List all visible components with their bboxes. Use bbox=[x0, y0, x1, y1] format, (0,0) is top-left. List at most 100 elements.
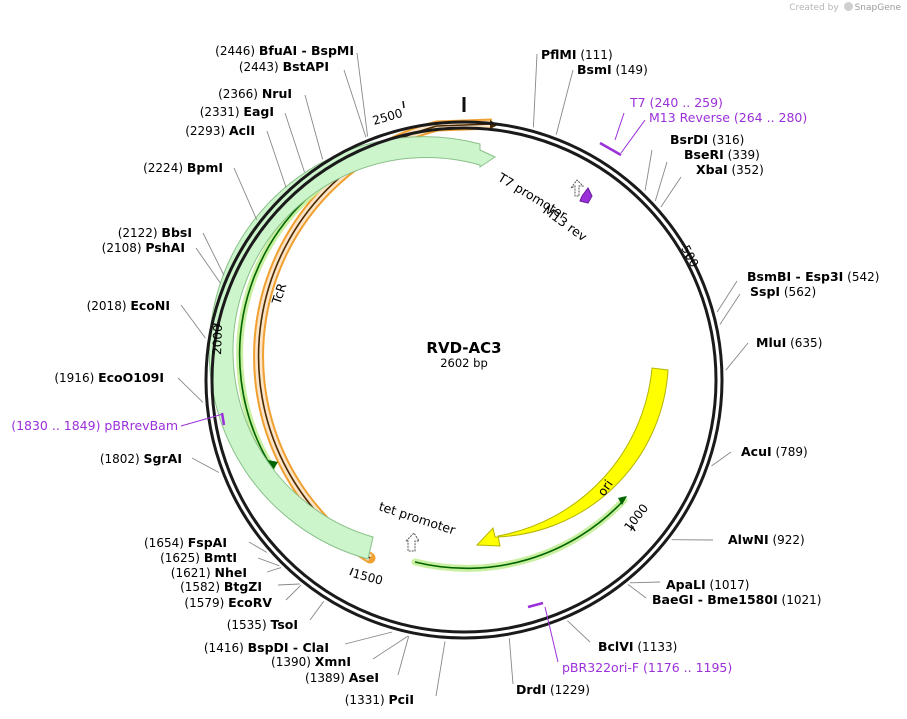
primer-leader-line bbox=[614, 112, 625, 141]
enzyme-label-nrui[interactable]: (2366) NruI bbox=[218, 86, 292, 101]
tick-label-1500: 1500 bbox=[351, 566, 384, 587]
primer-leader-line bbox=[544, 606, 559, 663]
pbr322ori-f-primer-mark bbox=[527, 601, 544, 609]
enzyme-label-bsmi[interactable]: BsmI (149) bbox=[577, 62, 648, 77]
tcr-label: TcR bbox=[268, 281, 289, 307]
enzyme-leader-line bbox=[660, 176, 682, 208]
orf-green-line-2 bbox=[414, 499, 625, 570]
enzyme-label-econi[interactable]: (2018) EcoNI bbox=[87, 298, 170, 313]
enzyme-label-btgzi[interactable]: (1582) BtgZI bbox=[180, 579, 262, 594]
enzyme-leader-line bbox=[177, 377, 204, 403]
enzyme-label-pshai[interactable]: (2108) PshAI bbox=[102, 240, 185, 255]
enzyme-label-pcii[interactable]: (1331) PciI bbox=[345, 692, 414, 707]
enzyme-label-mlui[interactable]: MluI (635) bbox=[756, 335, 822, 350]
enzyme-label-acui[interactable]: AcuI (789) bbox=[741, 444, 808, 459]
tet-promoter-feature bbox=[404, 532, 420, 552]
enzyme-leader-line bbox=[725, 342, 749, 371]
enzyme-label-ecoo109i[interactable]: (1916) EcoO109I bbox=[54, 370, 164, 385]
enzyme-label-bpmi[interactable]: (2224) BpmI bbox=[143, 160, 223, 175]
enzyme-leader-line bbox=[257, 557, 280, 567]
enzyme-leader-line bbox=[644, 149, 653, 191]
enzyme-label-asei[interactable]: (1389) AseI bbox=[305, 670, 379, 685]
enzyme-label-bseri[interactable]: BseRI (339) bbox=[684, 147, 760, 162]
enzyme-leader-line bbox=[397, 635, 410, 676]
enzyme-label-pflmi[interactable]: PflMI (111) bbox=[541, 47, 613, 62]
enzyme-leader-line bbox=[532, 53, 538, 128]
enzyme-label-nhei[interactable]: (1621) NheI bbox=[171, 565, 247, 580]
enzyme-label-alwni[interactable]: AlwNI (922) bbox=[728, 532, 805, 547]
enzyme-label-apali[interactable]: ApaLI (1017) bbox=[666, 577, 749, 592]
enzyme-leader-line bbox=[654, 161, 668, 202]
credit-text: Created by bbox=[789, 3, 839, 13]
enzyme-label-xmni[interactable]: (1390) XmnI bbox=[271, 654, 351, 669]
enzyme-label-ecorv[interactable]: (1579) EcoRV bbox=[184, 595, 272, 610]
enzyme-leader-line bbox=[343, 69, 367, 138]
enzyme-leader-line bbox=[180, 304, 206, 339]
enzyme-label-bsmbi[interactable]: BsmBI - Esp3I (542) bbox=[747, 269, 879, 284]
enzyme-label-tsoi[interactable]: (1535) TsoI bbox=[227, 617, 298, 632]
t7-primer-mark bbox=[599, 141, 622, 157]
enzyme-leader-line bbox=[277, 583, 300, 586]
enzyme-leader-line bbox=[304, 94, 324, 160]
snapgene-logo-icon bbox=[843, 2, 853, 11]
enzyme-leader-line bbox=[567, 620, 591, 643]
enzyme-leader-line bbox=[266, 130, 287, 188]
enzyme-leader-line bbox=[508, 638, 514, 685]
backbone-inner bbox=[210, 126, 718, 634]
primer-label-pbr322ori-f[interactable]: pBR322ori-F (1176 .. 1195) bbox=[562, 660, 732, 675]
primer-label-m13-reverse[interactable]: M13 Reverse (264 .. 280) bbox=[649, 110, 807, 125]
enzyme-label-baegi[interactable]: BaeGI - Bme1580I (1021) bbox=[652, 592, 821, 607]
enzyme-leader-line bbox=[356, 52, 369, 137]
enzyme-leader-line bbox=[344, 631, 393, 645]
enzyme-leader-line bbox=[285, 584, 302, 601]
tick-label-2000: 2000 bbox=[210, 324, 225, 355]
primer-label-t7[interactable]: T7 (240 .. 259) bbox=[629, 95, 723, 110]
backbone-outer bbox=[204, 120, 724, 640]
tet-promoter-label: tet promoter bbox=[377, 499, 458, 538]
enzyme-leader-line bbox=[719, 293, 741, 325]
enzyme-label-drdi[interactable]: DrdI (1229) bbox=[516, 682, 590, 697]
t7-promoter-feature bbox=[570, 179, 585, 197]
enzyme-label-sgrai[interactable]: (1802) SgrAI bbox=[100, 451, 182, 466]
enzyme-leader-line bbox=[372, 635, 409, 660]
ori-feature bbox=[475, 367, 669, 547]
primer-label-pbrrevbam[interactable]: (1830 .. 1849) pBRrevBam bbox=[11, 418, 178, 433]
primer-leader-line bbox=[620, 119, 646, 154]
enzyme-leader-line bbox=[309, 601, 325, 621]
enzyme-label-sspi[interactable]: SspI (562) bbox=[750, 284, 816, 299]
enzyme-label-bbsi[interactable]: (2122) BbsI bbox=[118, 225, 192, 240]
orf-outer-top-line bbox=[436, 123, 493, 127]
enzyme-label-bfuai[interactable]: (2446) BfuAI - BspMI bbox=[215, 43, 354, 58]
enzyme-label-bspdi[interactable]: (1416) BspDI - ClaI bbox=[204, 640, 329, 655]
enzyme-leader-line bbox=[629, 581, 661, 584]
enzyme-label-bsrdi[interactable]: BsrDI (316) bbox=[670, 132, 744, 147]
enzyme-labels: PflMI (111)BsmI (149) BsrDI (316)BseRI (3… bbox=[54, 43, 879, 707]
enzyme-leader-line bbox=[233, 167, 258, 220]
primer-labels: T7 (240 .. 259)M13 Reverse (264 .. 280) p… bbox=[11, 95, 807, 675]
enzyme-leader-line bbox=[195, 247, 221, 284]
orf-green-arrowhead-2 bbox=[618, 496, 627, 505]
enzyme-leader-line bbox=[248, 541, 267, 553]
orf-green-arrowhead-1 bbox=[268, 460, 278, 472]
enzyme-label-fspai[interactable]: (1654) FspAI bbox=[144, 535, 227, 550]
pbrrevbam-primer-mark bbox=[220, 412, 226, 426]
enzyme-leader-line bbox=[202, 232, 225, 276]
plasmid-name: RVD-AC3 bbox=[426, 339, 501, 357]
credit-brand: SnapGene bbox=[854, 3, 901, 13]
enzyme-leader-line bbox=[284, 112, 305, 173]
enzyme-label-xbai[interactable]: XbaI (352) bbox=[696, 162, 764, 177]
enzyme-label-bstapi[interactable]: (2443) BstAPI bbox=[239, 59, 329, 74]
snapgene-credit: Created by SnapGene bbox=[789, 2, 901, 13]
plasmid-size: 2602 bp bbox=[440, 356, 488, 370]
enzyme-leader-line bbox=[266, 567, 282, 573]
scale-ticks bbox=[212, 100, 691, 576]
enzyme-label-eagi[interactable]: (2331) EagI bbox=[200, 104, 274, 119]
enzyme-label-bmti[interactable]: (1625) BmtI bbox=[160, 550, 237, 565]
enzyme-leader-line bbox=[711, 451, 732, 467]
enzyme-leader-line bbox=[716, 280, 738, 313]
enzyme-label-bclvi[interactable]: BclVI (1133) bbox=[598, 639, 677, 654]
enzyme-label-acli[interactable]: (2293) AclI bbox=[185, 123, 255, 138]
enzyme-leader-line bbox=[435, 641, 446, 697]
tcr-feature bbox=[208, 136, 497, 560]
